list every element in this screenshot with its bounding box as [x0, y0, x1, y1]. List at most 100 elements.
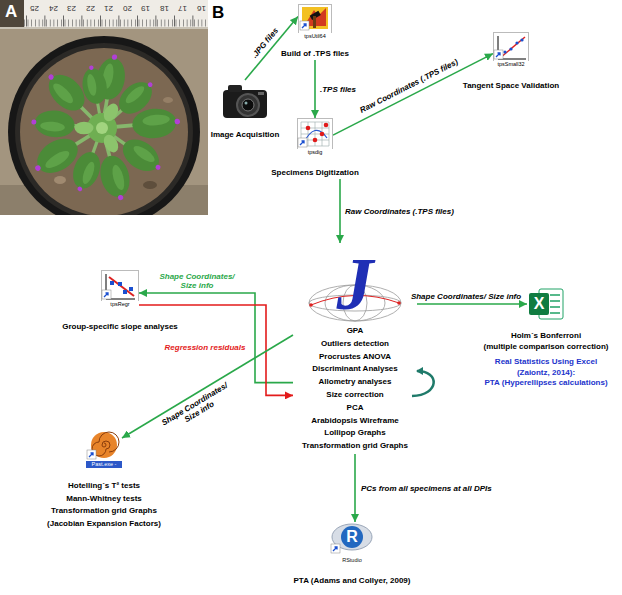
ruler-number: 21: [104, 4, 113, 13]
flow-arrow: [333, 54, 493, 136]
flow-arrow: [314, 60, 316, 118]
drawing-path: [550, 295, 560, 313]
node-label: Specimens Digitization: [271, 168, 359, 178]
drawing-circle: [15, 43, 193, 215]
drawing-ellipse: [131, 143, 157, 165]
flow-arrow: [245, 17, 298, 80]
ruler-number: 16: [197, 4, 206, 13]
drawing-circle: [96, 122, 108, 134]
analysis-item: Size correction: [293, 389, 417, 402]
drawing-rect: [24, 0, 208, 27]
drawing-circle: [147, 81, 154, 88]
drawing-g: [101, 132, 121, 155]
node-label: PTA (Adams and Collyer, 2009): [294, 576, 411, 586]
drawing-ellipse: [131, 107, 177, 140]
drawing-circle: [89, 65, 94, 70]
drawing-circle: [77, 186, 83, 192]
logo-letter: X: [529, 293, 549, 315]
drawing-circle: [520, 38, 523, 41]
ruler-number: 19: [141, 4, 150, 13]
edge-label: Shape Coordinates/ Size info: [411, 292, 521, 301]
drawing-path: [302, 24, 306, 28]
drawing-g: [28, 52, 182, 204]
drawing-circle: [515, 41, 518, 44]
node-label: Hotelling´s T² tests: [47, 480, 161, 493]
label-stack: Hotelling´s T² testsMann-Whitney testsTr…: [47, 480, 161, 530]
analysis-item: Procrustes ANOVA: [293, 351, 417, 364]
drawing-circle: [242, 99, 254, 111]
drawing-ellipse: [123, 84, 146, 106]
icon-caption: tpsdig: [297, 149, 333, 156]
drawing-ellipse: [86, 73, 98, 96]
drawing-ellipse: [31, 132, 84, 180]
flow-arrow: [354, 454, 356, 522]
drawing-rect: [300, 21, 309, 30]
drawing-path: [89, 453, 93, 457]
drawing-circle: [320, 132, 325, 137]
label-stack: PTA (Adams and Collyer, 2009): [294, 576, 411, 586]
drawing-ellipse: [42, 68, 91, 117]
label-stack: Specimens Digitization: [271, 168, 359, 178]
drawing-g: [39, 65, 112, 138]
drawing-circle: [20, 48, 188, 215]
drawing-rect: [228, 85, 242, 92]
ruler-number: 24: [49, 4, 58, 13]
analysis-item: Arabidopsis Wireframe: [293, 415, 417, 428]
drawing-rect: [223, 90, 267, 118]
drawing-rect: [298, 138, 307, 147]
analysis-item: Transformation grid Graphs: [293, 440, 417, 453]
drawing-rect: [331, 544, 340, 553]
drawing-rect: [494, 33, 529, 68]
camera-drawing: [220, 80, 270, 122]
drawing-line: [24, 20, 208, 27]
drawing-rect: [313, 16, 316, 28]
drawing-circle: [31, 119, 36, 124]
edge-label: PCs from all specimens at all DPIs: [361, 484, 492, 493]
drawing-ellipse: [110, 164, 126, 192]
drawing-rect: [0, 27, 208, 29]
analysis-item: Allometry analyses: [293, 376, 417, 389]
drawing-ellipse: [80, 160, 96, 185]
drawing-rect: [302, 7, 328, 29]
panel-letter: B: [212, 3, 224, 23]
drawing-ellipse: [142, 114, 170, 127]
analysis-item: Discriminant Analyses: [293, 363, 417, 376]
drawing-circle: [503, 50, 506, 53]
software-icon: RRStudioPTA (Adams and Collyer, 2009): [329, 522, 375, 564]
edge-label: Raw Coordinates (.TPS files): [358, 58, 459, 115]
drawing-path: [104, 293, 108, 297]
drawing-line: [26, 16, 208, 27]
drawing-rect: [298, 119, 333, 156]
drawing-circle: [117, 194, 123, 200]
drawing-rect: [129, 287, 133, 291]
plant-photo: [0, 0, 208, 215]
analysis-item: Lollipop Graphs: [293, 427, 417, 440]
drawing-circle: [397, 301, 401, 305]
logo-letter: R: [341, 526, 363, 548]
icon-caption: RStudio: [329, 557, 375, 564]
drawing-ellipse: [40, 121, 65, 133]
node-label: Holm´s Bonferroni: [484, 331, 609, 342]
node-label: Mann-Whitney tests: [47, 493, 161, 506]
cycle-arrow: [412, 371, 434, 396]
software-icon: tpsUtil64Build of .TPS files: [298, 4, 332, 40]
icon-caption: Past.exe -: [86, 461, 122, 468]
drawing-ellipse: [101, 101, 121, 124]
flow-arrow: [339, 179, 341, 243]
edge-label: Shape Coordinates/ Size info: [156, 378, 237, 437]
drawing-circle: [47, 73, 54, 80]
drawing-g: [0, 0, 208, 215]
drawing-ellipse: [143, 181, 157, 189]
reference-note: Real Statistics Using Excel: [484, 357, 609, 368]
drawing-rect: [299, 5, 332, 40]
drawing-circle: [341, 526, 363, 548]
node-label: Build of .TPS files: [281, 49, 349, 59]
drawing-circle: [174, 118, 180, 124]
logo-letter: J: [293, 243, 417, 325]
drawing-g: [101, 101, 121, 124]
drawing-path: [500, 37, 525, 58]
drawing-rect: [529, 293, 549, 315]
node-label: (Jacobian Expansion Factors): [47, 518, 161, 531]
edge-label: Regression residuals: [165, 343, 246, 352]
